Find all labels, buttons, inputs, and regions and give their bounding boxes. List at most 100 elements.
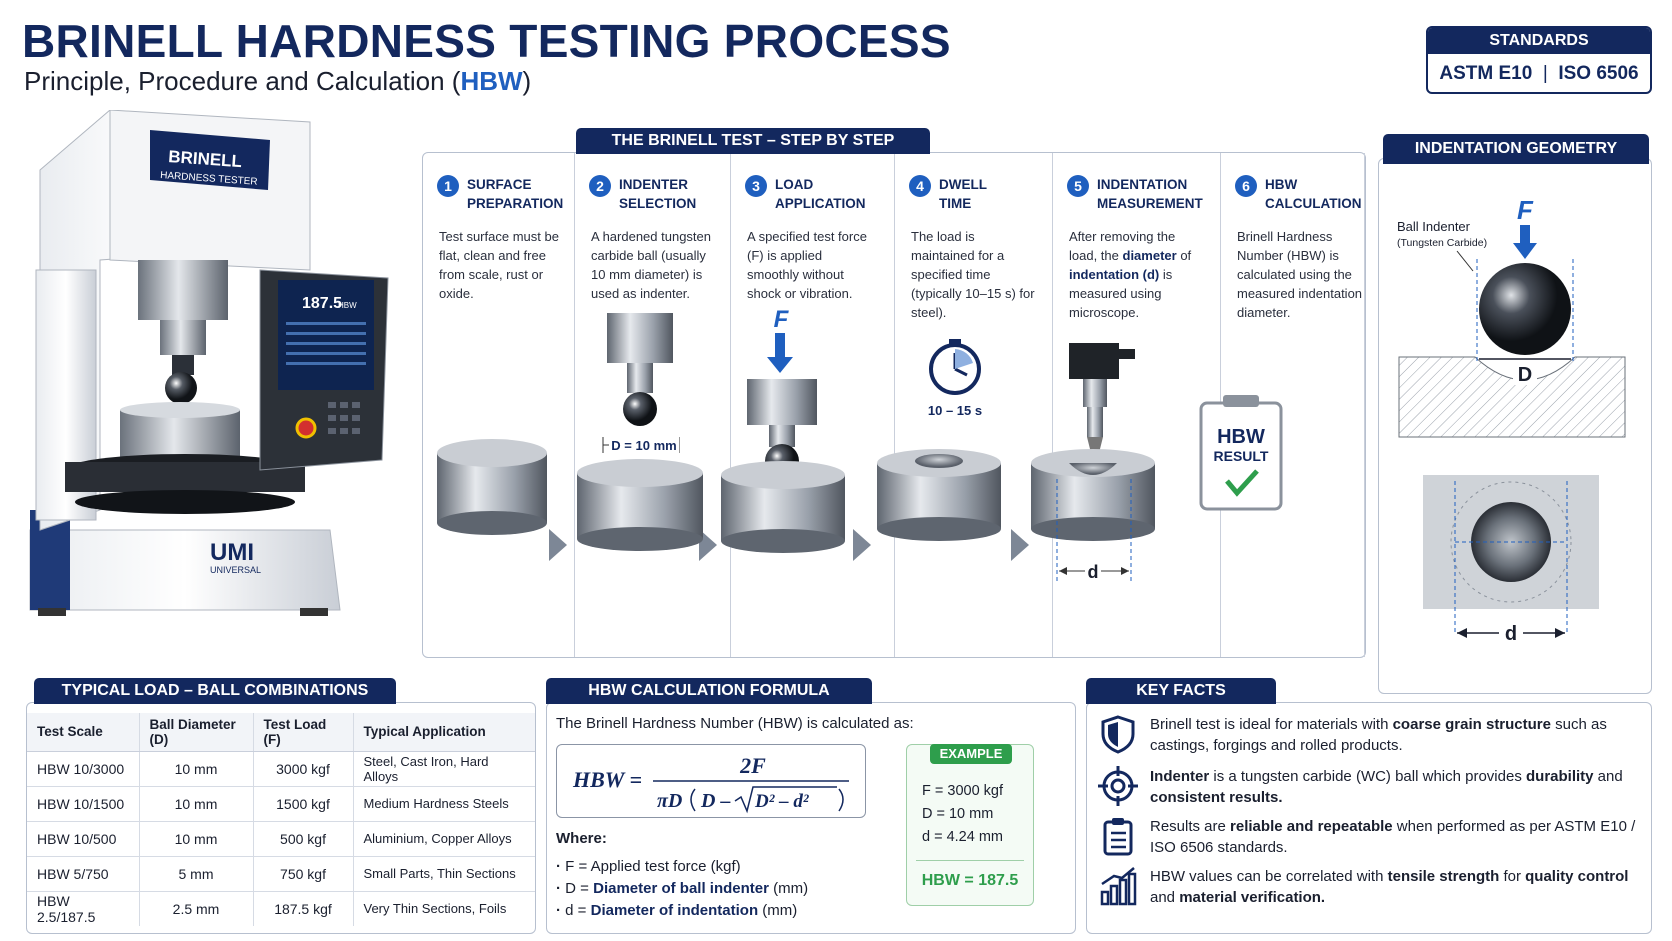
- indentation-diameter-label: d: [1088, 562, 1099, 582]
- indenter-label: Ball Indenter: [1397, 219, 1471, 234]
- indenter-sublabel: (Tungsten Carbide): [1397, 237, 1487, 249]
- target-icon: [1098, 766, 1138, 806]
- formula-intro: The Brinell Hardness Number (HBW) is cal…: [556, 715, 914, 732]
- steps-section-title: THE BRINELL TEST – STEP BY STEP: [576, 128, 930, 154]
- geometry-title: INDENTATION GEOMETRY: [1383, 134, 1649, 164]
- fact-item: HBW values can be correlated with tensil…: [1150, 868, 1629, 906]
- step-arrow: [853, 529, 871, 561]
- ball-diameter-label: D = 10 mm: [611, 438, 676, 453]
- step-title: DWELL TIME: [939, 177, 987, 211]
- hardness-tester-machine: BRINELL HARDNESS TESTER 187.5 HBW UMI UN…: [29, 110, 389, 616]
- step-title: INDENTATION MEASUREMENT: [1097, 177, 1203, 211]
- clipboard-icon: [1103, 818, 1133, 856]
- display-readout: 187.5: [302, 295, 342, 312]
- step-description: After removing the load, the diameter of…: [1069, 229, 1192, 320]
- step-number: 2: [589, 175, 611, 197]
- chart-icon: [1100, 867, 1137, 906]
- check-icon: [1225, 469, 1259, 497]
- ball-diameter-symbol: D: [1518, 364, 1532, 386]
- indentation-diameter-symbol: d: [1505, 623, 1517, 645]
- step-description: A hardened tungsten carbide ball (usuall…: [591, 229, 711, 301]
- facts-title: KEY FACTS: [1086, 678, 1276, 704]
- step-description: A specified test force (F) is applied sm…: [747, 229, 867, 301]
- shield-icon: [1101, 715, 1135, 754]
- example-label: EXAMPLE: [930, 744, 1012, 764]
- badge-title: HBW: [1217, 426, 1265, 448]
- standards-box: STANDARDS ASTM E10 | ISO 6506: [1426, 26, 1652, 94]
- page-title: BRINELL HARDNESS TESTING PROCESS: [22, 15, 951, 67]
- table-header-row: Test Scale Ball Diameter (D) Test Load (…: [27, 713, 535, 752]
- formula-box: HBW = 2F πD D – D² – d²: [556, 744, 866, 818]
- workpiece-1: [437, 439, 547, 535]
- fact-item: Brinell test is ideal for materials with…: [1150, 716, 1607, 754]
- step-arrow: [699, 529, 717, 561]
- definition-force: F = Applied test force (kgf): [556, 856, 808, 878]
- load-table: Test Scale Ball Diameter (D) Test Load (…: [27, 713, 535, 926]
- measurement-microscope: d: [1031, 343, 1155, 582]
- definition-indentation-diameter: d = Diameter of indentation (mm): [556, 900, 808, 922]
- badge-subtitle: RESULT: [1214, 448, 1269, 464]
- table-header: Test Scale: [27, 713, 139, 752]
- step-surface-preparation: 1 SURFACE PREPARATION Test surface must b…: [423, 153, 575, 657]
- svg-text:D² – d²: D² – d²: [754, 791, 810, 812]
- formula-lhs: HBW =: [572, 767, 642, 792]
- step-number: 3: [745, 175, 767, 197]
- force-label: F: [774, 306, 790, 333]
- example-values: F = 3000 kgf D = 10 mm d = 4.24 mm: [922, 783, 1004, 845]
- load-table-title: TYPICAL LOAD – BALL COMBINATIONS: [34, 678, 396, 704]
- formula-title: HBW CALCULATION FORMULA: [546, 678, 872, 704]
- step-number: 6: [1235, 175, 1257, 197]
- hbw-result-badge: HBW RESULT: [1199, 395, 1283, 511]
- standards-values: ASTM E10 | ISO 6506: [1439, 63, 1639, 84]
- standards-label: STANDARDS: [1428, 28, 1650, 54]
- step-indentation-measurement: 5 INDENTATION MEASUREMENT After removing …: [1053, 153, 1221, 657]
- table-header: Ball Diameter (D): [138, 713, 253, 752]
- step-title: LOAD APPLICATION: [775, 177, 866, 211]
- load-table-panel: Test Scale Ball Diameter (D) Test Load (…: [26, 702, 536, 934]
- step-indenter-selection: 2 INDENTER SELECTION A hardened tungsten …: [575, 153, 731, 657]
- steps-panel: 1 SURFACE PREPARATION Test surface must b…: [422, 152, 1366, 658]
- formula-definitions: F = Applied test force (kgf) D = Diamete…: [556, 856, 808, 922]
- step-title: INDENTER SELECTION: [619, 177, 697, 211]
- formula-denominator: πD: [657, 790, 682, 812]
- display-unit: HBW: [338, 301, 357, 310]
- dwell-timer: 10 – 15 s: [877, 339, 1001, 541]
- steps-illustration: D = 10 mm F 10 – 15 s: [437, 306, 1283, 582]
- formula-where: Where:: [556, 830, 607, 847]
- step-title: SURFACE PREPARATION: [467, 177, 564, 211]
- page-subtitle: Principle, Procedure and Calculation (HB…: [24, 66, 532, 96]
- step-number: 1: [437, 175, 459, 197]
- definition-ball-diameter: D = Diameter of ball indenter (mm): [556, 878, 808, 900]
- geometry-force-label: F: [1517, 195, 1534, 225]
- step-title: HBW CALCULATION: [1265, 177, 1362, 211]
- step-number: 5: [1067, 175, 1089, 197]
- dwell-time-label: 10 – 15 s: [928, 403, 982, 418]
- formula-numerator: 2F: [739, 753, 766, 778]
- step-description: Brinell Hardness Number (HBW) is calcula…: [1237, 229, 1363, 320]
- geometry-diagram: Ball Indenter (Tungsten Carbide) F D d: [1397, 195, 1626, 645]
- geometry-panel: Ball Indenter (Tungsten Carbide) F D d: [1378, 158, 1652, 694]
- step-arrow: [1011, 529, 1029, 561]
- step-hbw-calculation: 6 HBW CALCULATION Brinell Hardness Number…: [1221, 153, 1365, 657]
- machine-logo-sub: UNIVERSAL: [210, 565, 261, 575]
- step-description: Test surface must be flat, clean and fre…: [439, 229, 559, 301]
- load-application: F: [721, 306, 845, 553]
- step-arrow: [549, 529, 567, 561]
- machine-logo: UMI: [210, 539, 254, 566]
- formula-equation: HBW = 2F πD D – D² – d²: [572, 753, 849, 814]
- indenter-ball: D = 10 mm: [577, 313, 703, 551]
- step-load-application: 3 LOAD APPLICATION A specified test force…: [731, 153, 895, 657]
- fact-item: Results are reliable and repeatable when…: [1150, 818, 1636, 856]
- svg-text:D –: D –: [700, 790, 730, 812]
- fact-item: Indenter is a tungsten carbide (WC) ball…: [1150, 768, 1623, 806]
- table-header: Test Load (F): [252, 713, 353, 752]
- facts-panel: [1086, 702, 1652, 934]
- step-description: The load is maintained for a specified t…: [911, 229, 1035, 320]
- table-header: Typical Application: [352, 713, 535, 752]
